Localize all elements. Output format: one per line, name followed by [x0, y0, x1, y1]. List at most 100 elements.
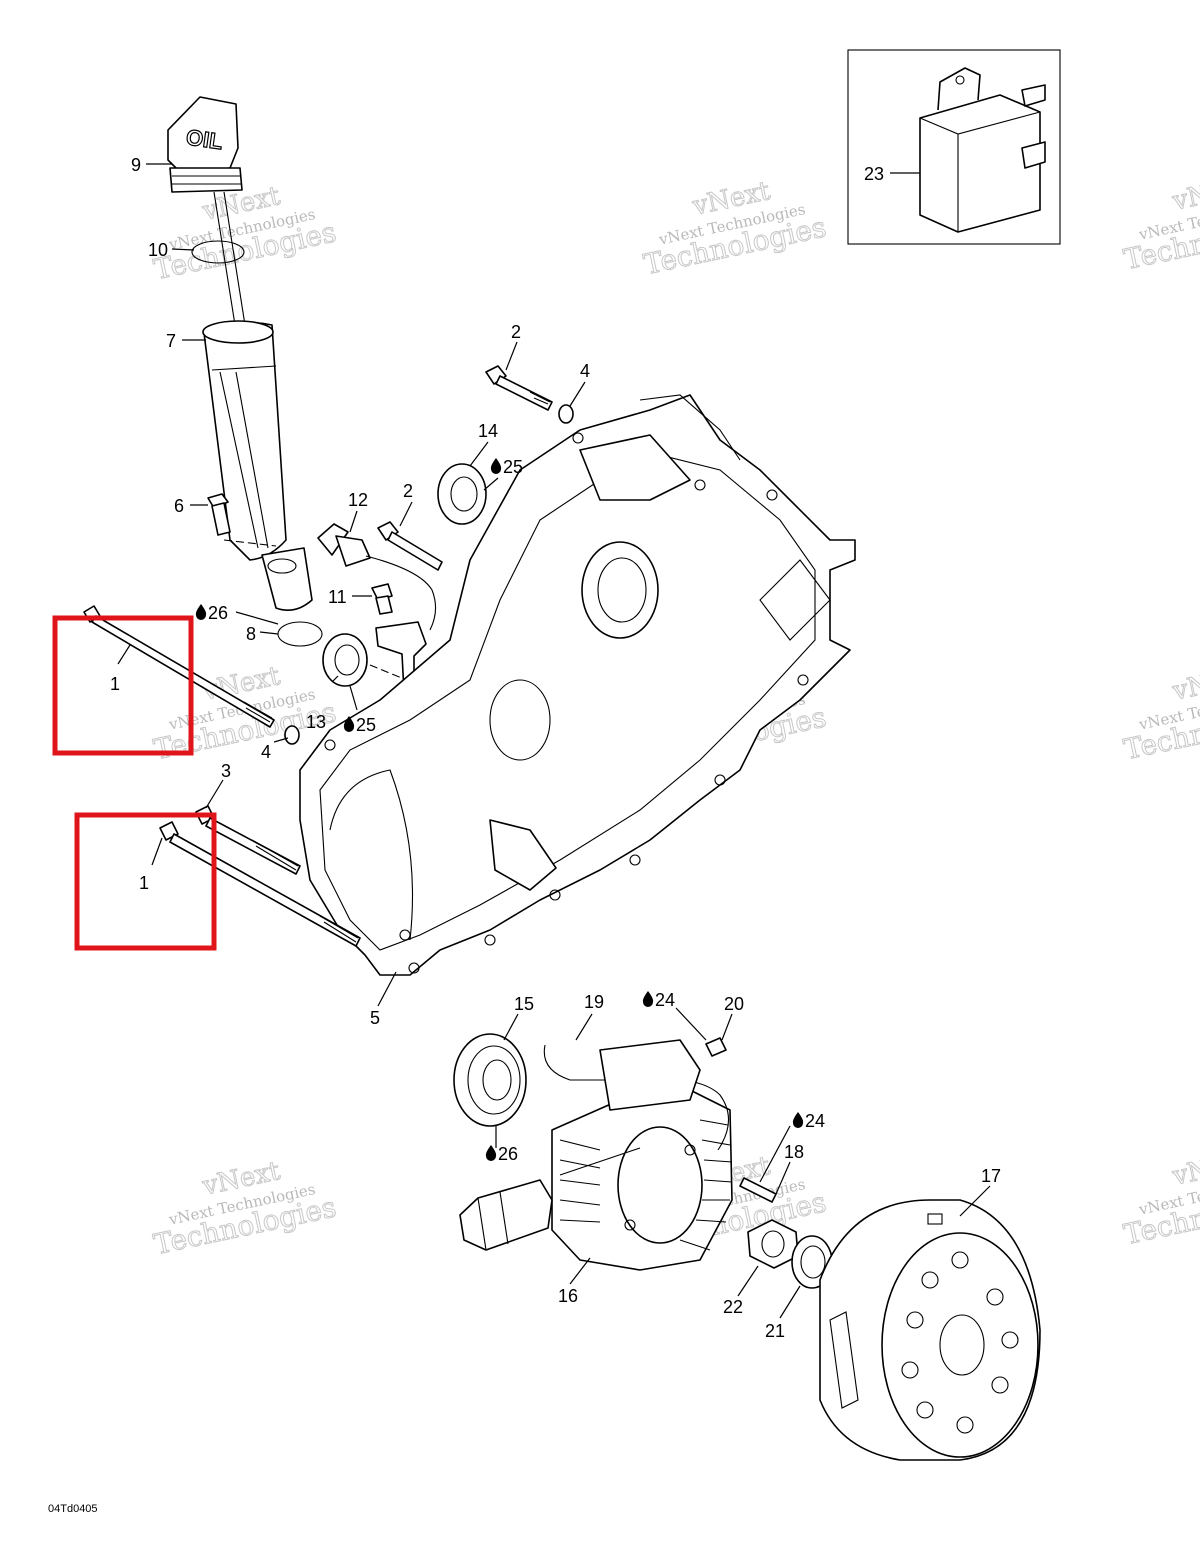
- leader-17: [959, 1185, 991, 1217]
- flywheel-hub: [939, 1314, 985, 1376]
- leader-25a: [483, 477, 499, 491]
- flywheel-hole: [991, 1376, 1009, 1394]
- tube-mouth: [202, 320, 274, 344]
- callout-3: 3: [221, 761, 231, 781]
- callout-21: 21: [765, 1321, 785, 1341]
- part-20-screw: [705, 1037, 727, 1057]
- washer-4b: [284, 725, 300, 745]
- crankcase-outline: [299, 394, 856, 976]
- leader-1b: [151, 837, 163, 866]
- bolt-hole: [694, 479, 706, 491]
- callout-25b-text: 25: [356, 715, 376, 735]
- washer-4a: [558, 404, 574, 424]
- part-7-dipstick-tube: [202, 320, 313, 611]
- stud-1b-threads: [319, 915, 359, 943]
- bracket-hole: [955, 75, 965, 85]
- callout-24a: 24: [642, 990, 675, 1010]
- callout-6: 6: [174, 496, 184, 516]
- watermark-7: vNext vNext Technologies Technologies: [150, 1156, 339, 1262]
- stator-center: [617, 1126, 703, 1244]
- part-5-crankcase: [299, 394, 856, 976]
- oil-drop-icon: [792, 1112, 804, 1128]
- watermark-9: vNext vNext Technologies Technologies: [1120, 1146, 1200, 1252]
- callout-10: 10: [148, 240, 168, 260]
- part-18-screw: [739, 1177, 777, 1203]
- oil-cap-threads: [169, 167, 243, 193]
- oil-cap-text: OIL: [185, 124, 225, 154]
- bolt-hole: [766, 489, 778, 501]
- callout-19: 19: [584, 992, 604, 1012]
- leader-2a: [505, 341, 518, 371]
- callout-1a: 1: [110, 674, 120, 694]
- oil-drop-icon: [490, 458, 502, 474]
- callout-25a: 25: [490, 457, 523, 477]
- leader-3: [205, 779, 224, 809]
- bolt-hole: [549, 889, 561, 901]
- seal-14-outer: [437, 463, 487, 525]
- stud-1b-shank: [169, 833, 361, 947]
- callout-14: 14: [478, 421, 498, 441]
- seal-13-outer: [322, 633, 368, 687]
- leader-22: [737, 1265, 759, 1297]
- o-ring-10: [191, 240, 245, 264]
- seal-14-inner: [450, 476, 478, 512]
- crankcase-cavity: [329, 769, 413, 941]
- callout-4a: 4: [580, 361, 590, 381]
- screw-6-head: [207, 493, 229, 509]
- watermark-line1: vNext: [1169, 1146, 1200, 1192]
- part-15-bearing: [453, 1033, 527, 1127]
- leader-10: [171, 248, 195, 251]
- part-9-oil-cap: OIL: [167, 96, 243, 193]
- leader-1a: [117, 644, 131, 665]
- leader-13: [331, 675, 339, 683]
- stator-hole: [624, 1219, 636, 1231]
- leader-4a: [569, 381, 586, 407]
- leader-25b: [349, 685, 358, 711]
- callout-24a-text: 24: [655, 990, 675, 1010]
- crankcase-balance-bore: [489, 679, 551, 761]
- leader-24a: [675, 1007, 707, 1041]
- flywheel-hole: [906, 1311, 924, 1329]
- crankcase-rib-right: [759, 559, 831, 641]
- watermark-3: vNext vNext Technologies Technologies: [1120, 171, 1200, 277]
- bolt-hole: [572, 432, 584, 444]
- leader-26a: [235, 611, 279, 625]
- callout-26b: 26: [485, 1144, 518, 1164]
- flywheel-key: [927, 1213, 943, 1225]
- callout-20: 20: [724, 994, 744, 1014]
- flywheel-hole: [956, 1416, 974, 1434]
- part-14-seal: [437, 463, 487, 525]
- stud-3-threads: [251, 839, 299, 871]
- watermark-6: vNext vNext Technologies Technologies: [1120, 661, 1200, 767]
- callout-15: 15: [514, 994, 534, 1014]
- oil-cap-handle: [167, 96, 239, 173]
- highlight-box-part-1-upper: [52, 615, 194, 756]
- bolt-hole: [484, 934, 496, 946]
- module-edges: [919, 111, 1041, 232]
- callout-8: 8: [246, 624, 256, 644]
- part-6-screw: [207, 493, 277, 547]
- bolt-2b-head: [377, 521, 399, 541]
- oil-drop-icon: [485, 1145, 497, 1161]
- highlight-box-part-1-lower: [74, 812, 217, 951]
- callout-17: 17: [981, 1166, 1001, 1186]
- bolt-hole: [629, 854, 641, 866]
- crankcase-boss: [489, 819, 557, 891]
- bolt-hole: [399, 929, 411, 941]
- leader-14: [469, 441, 489, 467]
- o-ring-8: [277, 621, 323, 647]
- tube-bottom-ring: [267, 558, 297, 574]
- flywheel-hole: [986, 1288, 1004, 1306]
- module-connector-top: [1021, 84, 1046, 107]
- screw-6-axis: [223, 539, 277, 547]
- flywheel-hole: [1001, 1331, 1019, 1349]
- screw-6-shank: [211, 502, 231, 536]
- bolt-2a-shank: [495, 375, 553, 411]
- module-body: [919, 94, 1041, 233]
- harness-connector: [459, 1179, 553, 1251]
- sensor-12-plug: [317, 523, 349, 556]
- callout-11: 11: [328, 587, 347, 607]
- callout-2a: 2: [511, 322, 521, 342]
- part-3-stud: [195, 805, 301, 875]
